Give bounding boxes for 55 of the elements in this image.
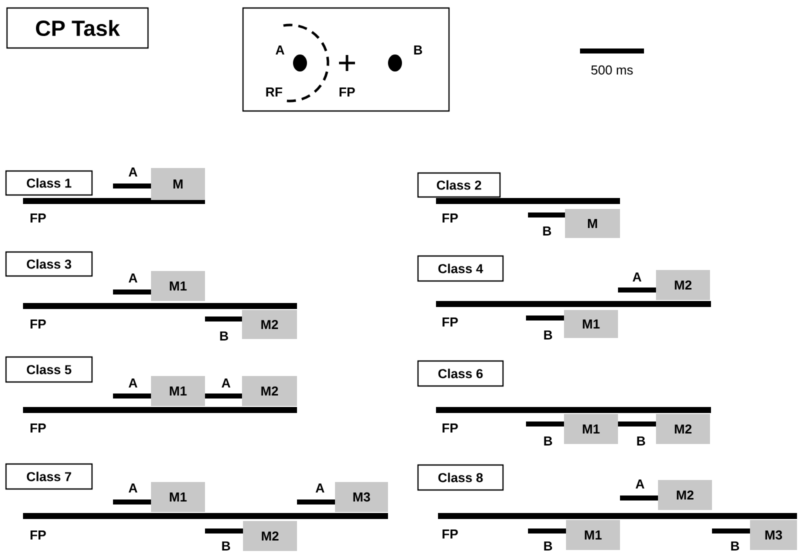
movement-box: M1 bbox=[566, 520, 620, 550]
class-box: Class 3 bbox=[5, 251, 93, 277]
movement-box: M bbox=[151, 168, 205, 200]
movement-box: M2 bbox=[658, 480, 712, 510]
class-box: Class 8 bbox=[417, 464, 504, 491]
movement-box: M1 bbox=[151, 376, 205, 406]
movement-box: M3 bbox=[750, 520, 797, 550]
event-label: B bbox=[222, 542, 230, 550]
event-label: A bbox=[128, 378, 138, 388]
class-box: Class 5 bbox=[5, 356, 93, 383]
event-label: FP bbox=[30, 214, 46, 222]
point-label: RF bbox=[266, 88, 282, 96]
movement-box: M2 bbox=[243, 521, 297, 551]
movement-box: M1 bbox=[564, 414, 618, 444]
movement-box: M2 bbox=[242, 376, 297, 406]
movement-box: M2 bbox=[656, 270, 710, 300]
event-label: FP bbox=[442, 318, 458, 326]
event-label: B bbox=[544, 542, 552, 550]
movement-box: M2 bbox=[242, 310, 297, 339]
title-box: CP Task bbox=[6, 7, 149, 49]
point-label: B bbox=[414, 46, 422, 54]
event-label: A bbox=[636, 480, 644, 488]
class-box: Class 1 bbox=[5, 170, 93, 196]
event-label: B bbox=[544, 330, 552, 340]
event-label: B bbox=[731, 542, 740, 550]
movement-box: M1 bbox=[151, 482, 205, 512]
event-label: A bbox=[316, 484, 324, 492]
class-box: Class 6 bbox=[417, 360, 504, 387]
event-label: A bbox=[222, 378, 230, 388]
movement-box: M1 bbox=[564, 310, 618, 338]
event-label: FP bbox=[30, 530, 46, 540]
movement-box: M2 bbox=[656, 414, 710, 444]
event-label: B bbox=[220, 332, 228, 340]
scale-label: 500 ms bbox=[591, 65, 633, 75]
movement-box: M3 bbox=[335, 482, 388, 512]
event-label: FP bbox=[442, 530, 458, 538]
movement-box: M1 bbox=[151, 271, 205, 301]
movement-box: M bbox=[565, 209, 620, 238]
stimulus-display-box bbox=[242, 7, 450, 112]
event-label: A bbox=[632, 272, 642, 282]
event-label: FP bbox=[30, 424, 46, 432]
event-label: FP bbox=[30, 320, 46, 328]
class-box: Class 2 bbox=[417, 172, 501, 198]
event-label: A bbox=[128, 274, 138, 282]
class-box: Class 7 bbox=[5, 463, 93, 490]
event-label: B bbox=[544, 436, 552, 446]
event-label: A bbox=[128, 168, 138, 176]
event-label: A bbox=[128, 484, 138, 492]
event-label: B bbox=[637, 436, 646, 446]
event-label: FP bbox=[442, 424, 458, 432]
point-label: A bbox=[276, 46, 284, 54]
point-label: FP bbox=[340, 88, 355, 96]
event-label: B bbox=[543, 226, 552, 236]
event-label: FP bbox=[442, 214, 458, 222]
class-box: Class 4 bbox=[417, 255, 504, 282]
